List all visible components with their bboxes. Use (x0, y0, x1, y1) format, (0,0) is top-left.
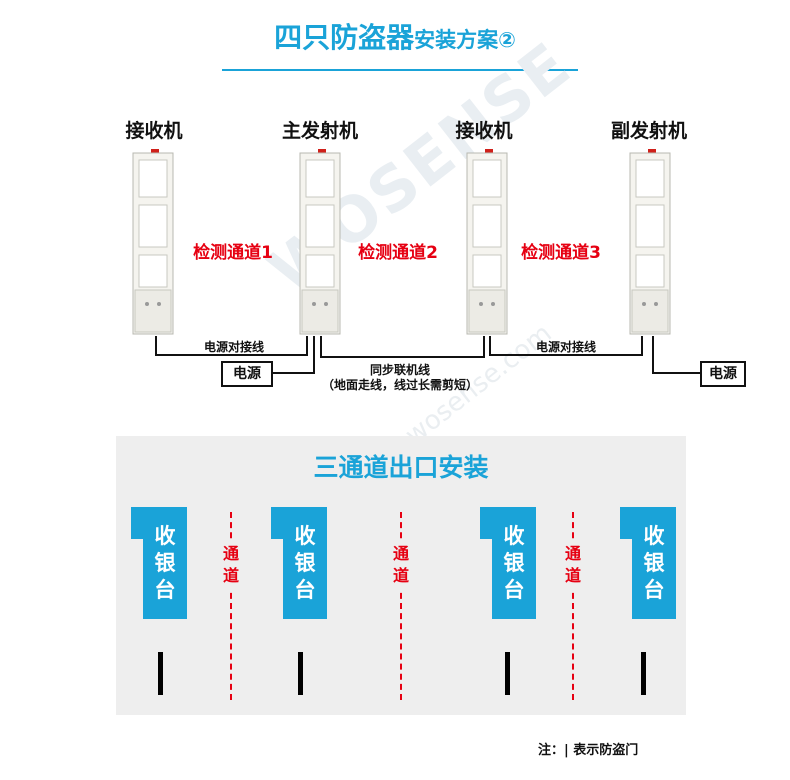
label-sync-note: （地面走线，线过长需剪短） (321, 378, 479, 392)
lane-label-3: 通道 (563, 540, 583, 590)
lane-label-1: 通道 (221, 540, 241, 590)
wire-sync-b (483, 336, 485, 358)
wire-psu-right-vertical (652, 336, 654, 374)
antitheft-gate-1 (132, 149, 174, 335)
gate-label-sub-transmitter: 副发射机 (610, 120, 688, 142)
gate-marker-2 (298, 652, 303, 695)
wire-psu-right-horizontal (652, 372, 700, 374)
title-divider (222, 69, 578, 71)
exit-layout-title: 三通道出口安装 (313, 453, 489, 482)
checkout-counter-label: 收银台 (643, 524, 665, 602)
lane-line-1 (230, 512, 232, 700)
power-supply-left: 电源 (221, 361, 273, 387)
checkout-counter-label: 收银台 (154, 524, 176, 602)
detection-channel-1: 检测通道1 (193, 243, 273, 263)
wire-power-right-a (489, 336, 491, 356)
wire-sync-a (320, 336, 322, 358)
checkout-counter-label: 收银台 (294, 524, 316, 602)
antitheft-gate-4 (629, 149, 671, 335)
checkout-counter-4: 收银台 (620, 507, 676, 619)
page-title-main: 四只防盗器 (274, 21, 415, 54)
wire-power-left-a (155, 336, 157, 356)
checkout-counter-1: 收银台 (131, 507, 187, 619)
wire-sync-bottom (320, 356, 485, 358)
lane-label-2: 通道 (391, 540, 411, 590)
label-power-link-right: 电源对接线 (535, 340, 597, 354)
antitheft-gate-3 (466, 149, 508, 335)
wire-power-left-bottom (155, 354, 308, 356)
legend-note: 注：| 表示防盗门 (538, 743, 639, 758)
label-sync-line: 同步联机线 (369, 363, 431, 377)
checkout-counter-2: 收银台 (271, 507, 327, 619)
wire-psu-left-horizontal (272, 372, 315, 374)
power-supply-right: 电源 (700, 361, 746, 387)
lane-line-3 (572, 512, 574, 700)
gate-label-receiver-2: 接收机 (455, 120, 513, 142)
page-title: 四只防盗器安装方案② (0, 16, 790, 56)
gate-label-main-transmitter: 主发射机 (281, 120, 359, 142)
checkout-counter-label: 收银台 (503, 524, 525, 602)
gate-marker-3 (505, 652, 510, 695)
wire-power-right-bottom (489, 354, 643, 356)
detection-channel-3: 检测通道3 (521, 243, 601, 263)
detection-channel-2: 检测通道2 (358, 243, 438, 263)
label-power-link-left: 电源对接线 (203, 340, 265, 354)
gate-marker-4 (641, 652, 646, 695)
antitheft-gate-2 (299, 149, 341, 335)
lane-line-2 (400, 512, 402, 700)
wire-power-left-b (306, 336, 308, 356)
gate-label-receiver-1: 接收机 (125, 120, 183, 142)
checkout-counter-3: 收银台 (480, 507, 536, 619)
wire-psu-left-vertical (313, 336, 315, 374)
gate-marker-1 (158, 652, 163, 695)
page-title-sub: 安装方案② (414, 28, 516, 52)
wire-power-right-b (641, 336, 643, 356)
